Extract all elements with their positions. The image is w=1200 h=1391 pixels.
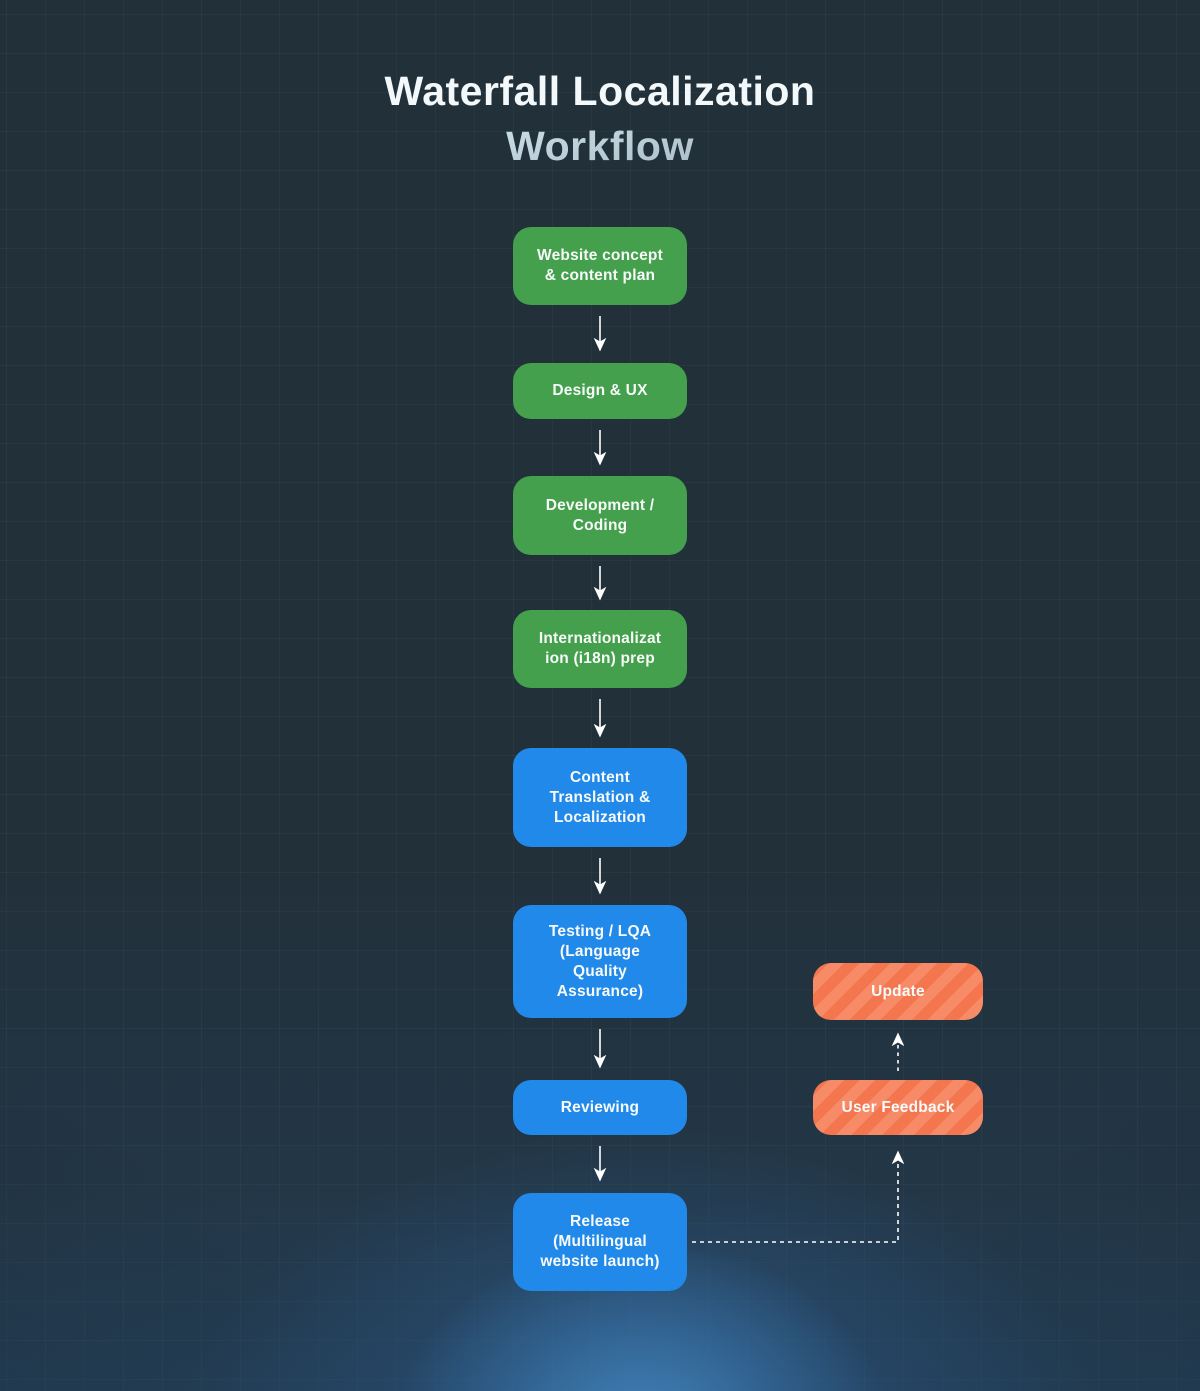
flow-node-i18n-prep: Internationalizat ion (i18n) prep: [513, 610, 687, 688]
flow-node-website-concept: Website concept & content plan: [513, 227, 687, 305]
flow-node-update: Update: [813, 963, 983, 1020]
diagram-title: Waterfall Localization Workflow: [0, 64, 1200, 174]
flow-node-reviewing: Reviewing: [513, 1080, 687, 1135]
flow-node-testing-lqa: Testing / LQA (Language Quality Assuranc…: [513, 905, 687, 1018]
flow-node-design-ux: Design & UX: [513, 363, 687, 419]
flow-node-development-coding: Development / Coding: [513, 476, 687, 555]
flow-node-content-translation: Content Translation & Localization: [513, 748, 687, 847]
dashed-arrow-release-to-feedback: [692, 1150, 905, 1243]
title-line-1: Waterfall Localization: [384, 68, 816, 114]
title-line-2: Workflow: [0, 119, 1200, 174]
flow-node-user-feedback: User Feedback: [813, 1080, 983, 1135]
flow-node-release: Release (Multilingual website launch): [513, 1193, 687, 1291]
